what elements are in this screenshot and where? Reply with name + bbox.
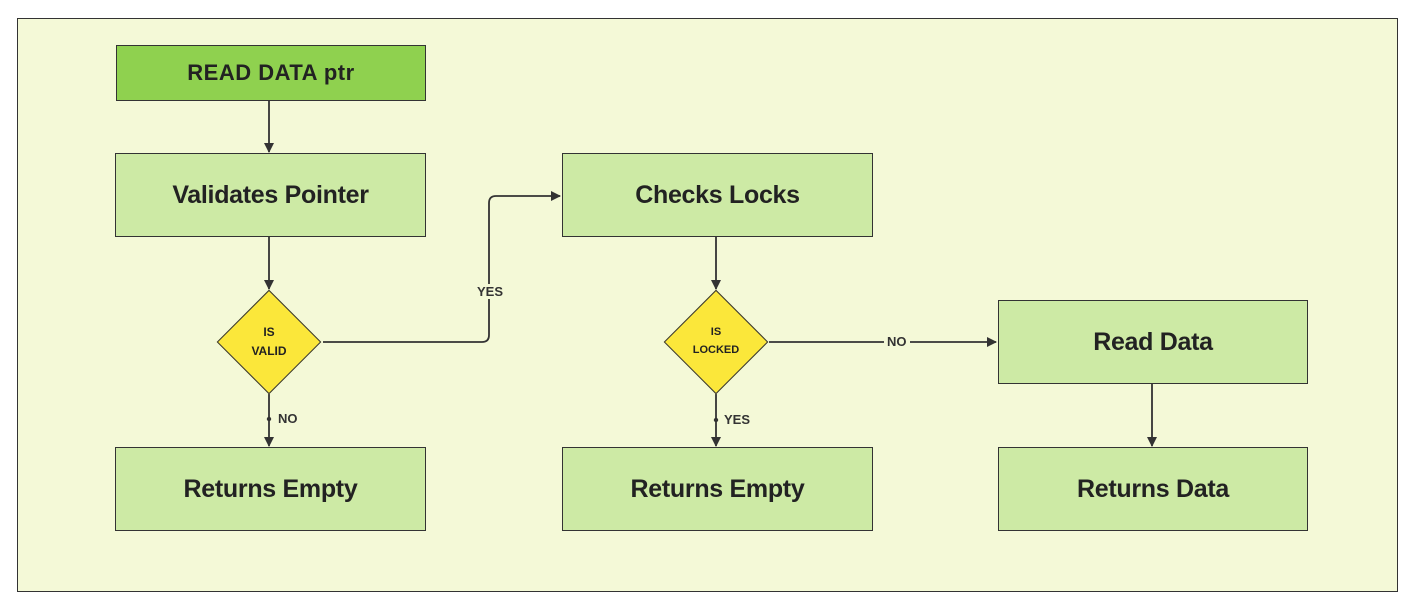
edge-isvalid-yes-to-checks: [323, 191, 561, 343]
node-label: Returns Empty: [183, 474, 358, 503]
edge-label-locked-no: NO: [884, 334, 910, 349]
node-label: Validates Pointer: [172, 180, 369, 209]
node-label: Returns Data: [1077, 474, 1229, 503]
edge-label-valid-yes: YES: [474, 284, 507, 299]
edge-label-valid-no: NO: [275, 411, 301, 426]
node-returns-empty-middle: Returns Empty: [562, 447, 873, 531]
edge-label-locked-yes: YES: [721, 412, 754, 427]
node-returns-empty-left: Returns Empty: [115, 447, 426, 531]
decision-is-locked-label: IS LOCKED: [692, 326, 740, 356]
node-validates-pointer: Validates Pointer: [115, 153, 426, 237]
node-label: Checks Locks: [635, 180, 800, 209]
node-label: Returns Empty: [630, 474, 805, 503]
node-read-data-ptr: READ DATA ptr: [116, 45, 426, 101]
node-returns-data: Returns Data: [998, 447, 1308, 531]
decision-is-valid-label: IS VALID: [251, 324, 287, 358]
edge-dot-locked-yes: [713, 417, 719, 423]
edge-dot-valid-no: [266, 416, 272, 422]
node-checks-locks: Checks Locks: [562, 153, 873, 237]
node-read-data: Read Data: [998, 300, 1308, 384]
node-label: Read Data: [1093, 327, 1213, 356]
node-label: READ DATA ptr: [187, 60, 355, 85]
